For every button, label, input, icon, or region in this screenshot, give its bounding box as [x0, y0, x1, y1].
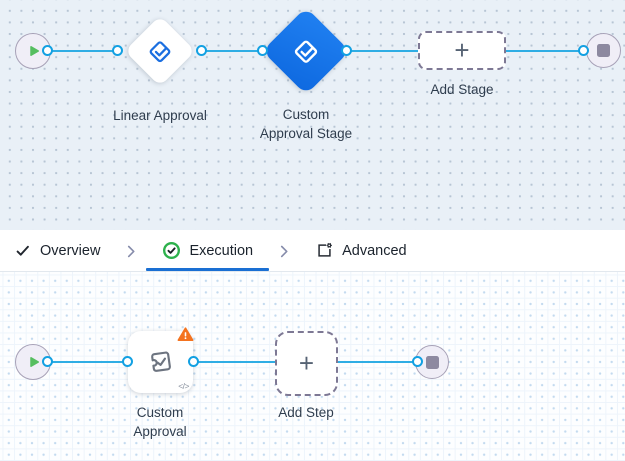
tab-overview-label: Overview	[40, 242, 101, 259]
step-canvas[interactable]: </> + Custom Approval Add Step	[0, 272, 625, 461]
play-icon	[27, 44, 41, 58]
edge	[48, 50, 118, 52]
code-icon: </>	[178, 381, 189, 391]
port[interactable]	[112, 45, 123, 56]
approval-check-diamond-icon	[147, 38, 174, 65]
node-linear-approval[interactable]	[124, 15, 196, 87]
edge	[506, 50, 584, 52]
port[interactable]	[196, 45, 207, 56]
end-node[interactable]	[586, 33, 621, 68]
add-step-label: Add Step	[278, 405, 334, 420]
port[interactable]	[341, 45, 352, 56]
node-label-custom-approval: Custom Approval	[133, 405, 187, 439]
node-custom-approval[interactable]: </>	[128, 327, 194, 393]
play-icon	[27, 355, 41, 369]
stage-canvas[interactable]: + Linear Approval Custom Approval Stage …	[0, 0, 625, 230]
port[interactable]	[578, 45, 589, 56]
edge	[48, 361, 128, 363]
chevron-right-icon	[269, 230, 299, 271]
node-label-linear-approval: Linear Approval	[113, 108, 207, 123]
puzzle-check-icon	[142, 344, 178, 380]
node-custom-approval-stage[interactable]	[262, 7, 350, 95]
port[interactable]	[122, 356, 133, 367]
tab-execution[interactable]: Execution	[146, 230, 270, 271]
tab-bar: Overview Execution	[0, 230, 625, 272]
edge	[338, 361, 418, 363]
plus-icon: +	[298, 347, 315, 378]
check-circle-green-icon	[162, 241, 181, 260]
port[interactable]	[188, 356, 199, 367]
tab-advanced-label: Advanced	[342, 242, 407, 259]
node-label-custom-approval-stage: Custom Approval Stage	[259, 107, 353, 141]
tab-advanced[interactable]: Advanced	[299, 230, 423, 271]
tab-overview[interactable]: Overview	[14, 230, 116, 271]
edge	[194, 361, 275, 363]
approval-check-diamond-icon	[292, 37, 321, 66]
panel-gear-icon	[315, 241, 334, 260]
add-stage-label: Add Stage	[430, 82, 494, 97]
add-stage-button[interactable]: +	[418, 31, 506, 70]
stop-icon	[425, 355, 439, 369]
stop-icon	[597, 44, 610, 57]
check-icon	[14, 242, 32, 260]
port[interactable]	[42, 356, 53, 367]
add-step-button[interactable]: +	[275, 331, 338, 396]
active-tab-indicator	[146, 268, 270, 271]
chevron-right-icon	[116, 230, 146, 271]
port[interactable]	[42, 45, 53, 56]
port[interactable]	[412, 356, 423, 367]
edge	[202, 50, 263, 52]
tab-execution-label: Execution	[189, 242, 254, 259]
edge	[347, 50, 418, 52]
plus-icon: +	[454, 34, 470, 65]
warning-triangle-icon	[177, 326, 194, 343]
port[interactable]	[257, 45, 268, 56]
